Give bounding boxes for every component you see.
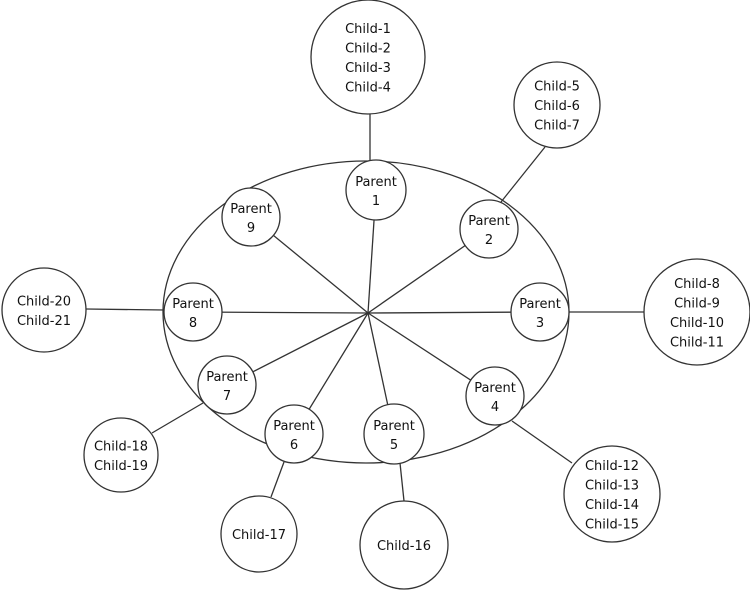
child-label: Child-5 [534, 80, 580, 95]
child-label: Child-18 [94, 439, 148, 454]
parent-label: Parent [373, 419, 415, 434]
parent-node-6 [264, 404, 324, 464]
child-label: Child-11 [670, 335, 724, 350]
parent-label: Parent [355, 175, 397, 190]
parent-node-3 [510, 282, 570, 342]
parent-number: 3 [536, 316, 544, 331]
parent-label: Parent [206, 370, 248, 385]
child-label: Child-2 [345, 41, 391, 56]
parent-node-5 [363, 403, 425, 465]
child-node-3 [643, 258, 750, 366]
parent-label: Parent [519, 297, 561, 312]
parent-number: 8 [189, 316, 197, 331]
parent-number: 7 [223, 389, 231, 404]
parent-node-1 [345, 159, 407, 221]
child-node-2 [513, 61, 601, 149]
child-node-5 [359, 500, 449, 590]
child-label: Child-19 [94, 459, 148, 474]
child-label: Child-3 [345, 61, 391, 76]
child-label: Child-4 [345, 80, 391, 95]
parent-number: 9 [247, 221, 255, 236]
child-node-4 [563, 445, 661, 543]
child-label: Child-6 [534, 99, 580, 114]
child-label: Child-1 [345, 22, 391, 37]
child-connector-8 [85, 308, 165, 311]
child-label: Child-13 [585, 478, 639, 493]
child-label: Child-20 [17, 294, 71, 309]
child-connector-7 [151, 402, 204, 434]
child-label: Child-15 [585, 517, 639, 532]
parent-number: 6 [290, 438, 298, 453]
child-label: Child-8 [674, 277, 720, 292]
child-label: Child-14 [585, 498, 639, 513]
child-label: Child-10 [670, 316, 724, 331]
child-label: Child-7 [534, 119, 580, 134]
parent-number: 5 [390, 438, 398, 453]
child-label: Child-16 [377, 539, 431, 554]
child-connector-2 [500, 146, 546, 203]
parent-node-2 [459, 199, 519, 259]
parent-label: Parent [172, 297, 214, 312]
child-label: Child-17 [232, 528, 286, 543]
child-node-6 [220, 495, 298, 573]
parent-label: Parent [273, 419, 315, 434]
child-node-7 [83, 417, 159, 493]
child-node-8 [1, 267, 87, 353]
parent-node-9 [221, 187, 281, 247]
parent-number: 2 [485, 233, 493, 248]
parent-label: Parent [468, 214, 510, 229]
child-node-1 [310, 0, 426, 115]
parent-node-8 [163, 282, 223, 342]
parent-node-4 [465, 366, 525, 426]
child-label: Child-9 [674, 296, 720, 311]
parent-label: Parent [230, 202, 272, 217]
parent-number: 4 [491, 400, 499, 415]
child-label: Child-12 [585, 459, 639, 474]
child-connector-5 [399, 462, 405, 502]
parent-node-7 [197, 355, 257, 415]
child-label: Child-21 [17, 314, 71, 329]
child-connector-6 [270, 461, 285, 498]
parent-number: 1 [372, 194, 380, 209]
child-connector-4 [511, 420, 573, 464]
parent-label: Parent [474, 381, 516, 396]
